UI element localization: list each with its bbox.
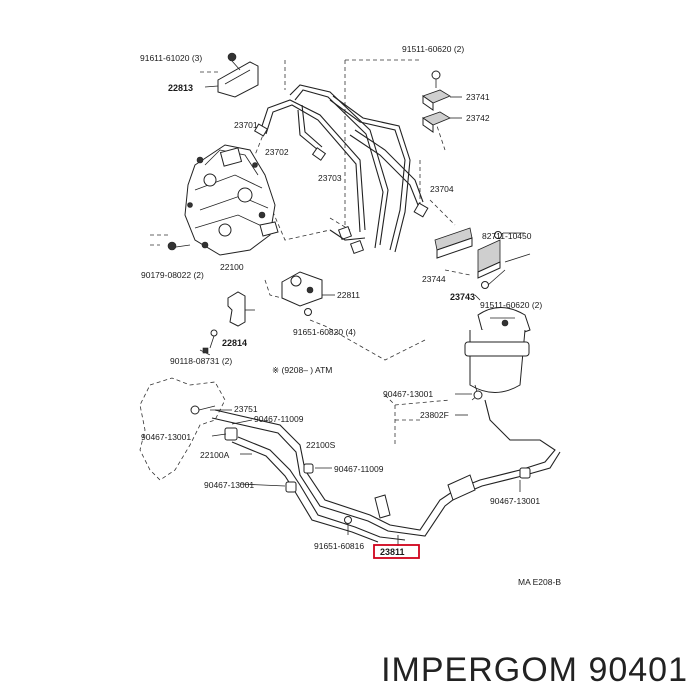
label-90467-f: 90467-13001: [490, 496, 540, 506]
label-23741: 23741: [466, 92, 490, 102]
label-23744: 23744: [422, 274, 446, 284]
atm-note: ※ (9208– ) ATM: [272, 365, 332, 375]
leader-lines: [210, 393, 521, 546]
injection-pipes: [253, 84, 429, 255]
label-22100a: 22100A: [200, 450, 230, 460]
label-23701: 23701: [234, 120, 258, 130]
label-23802: 23802F: [420, 410, 449, 420]
brand-caption: IMPERGOM 90401: [381, 651, 688, 689]
label-22100s: 22100S: [306, 440, 336, 450]
label-90179: 90179-08022 (2): [141, 270, 204, 280]
fuel-filter-23802F: [464, 307, 531, 401]
bracket-22813: [204, 52, 259, 98]
label-90467-d: 90467-13001: [204, 480, 254, 490]
label-23811: 23811: [380, 547, 405, 557]
injection-pump-22100: [167, 144, 279, 256]
label-23702: 23702: [265, 147, 289, 157]
label-91611: 91611-61020 (3): [140, 53, 202, 63]
dashed-boundaries: [150, 59, 471, 445]
label-23751: 23751: [234, 404, 258, 414]
clamps-23744-23743: [434, 227, 531, 301]
label-90467-b: 90467-13001: [141, 432, 191, 442]
label-90467-a: 90467-11009: [254, 414, 304, 424]
label-90467-e: 90467-13001: [383, 389, 433, 399]
label-90118: 90118-08731 (2): [170, 356, 232, 366]
part-labels: 91611-61020 (3) 22813 23701 23702 23703 …: [140, 44, 561, 587]
fuel-hoses: [211, 399, 561, 543]
label-23704: 23704: [430, 184, 454, 194]
label-90467-c: 90467-11009: [334, 464, 384, 474]
label-22814: 22814: [222, 338, 247, 348]
highlight-box-23811: [373, 544, 420, 559]
label-23703: 23703: [318, 173, 342, 183]
label-91511-bot: 91511-60620 (2): [480, 300, 542, 310]
bracket-22814: [202, 291, 255, 354]
label-22811: 22811: [337, 290, 360, 300]
label-82711: 82711-10450: [482, 231, 532, 241]
bracket-22811: [281, 271, 335, 316]
label-91651-top: 91651-60820 (4): [293, 327, 356, 337]
engine-outline: [139, 377, 226, 481]
label-22100: 22100: [220, 262, 244, 272]
clamps-23741-23742: [422, 70, 462, 133]
label-22813: 22813: [168, 83, 193, 93]
label-23742: 23742: [466, 113, 490, 123]
label-91651-bot: 91651-60816: [314, 541, 364, 551]
label-23743: 23743: [450, 292, 475, 302]
label-91511-top: 91511-60620 (2): [402, 44, 464, 54]
reference-code: MA E208-B: [518, 577, 561, 587]
